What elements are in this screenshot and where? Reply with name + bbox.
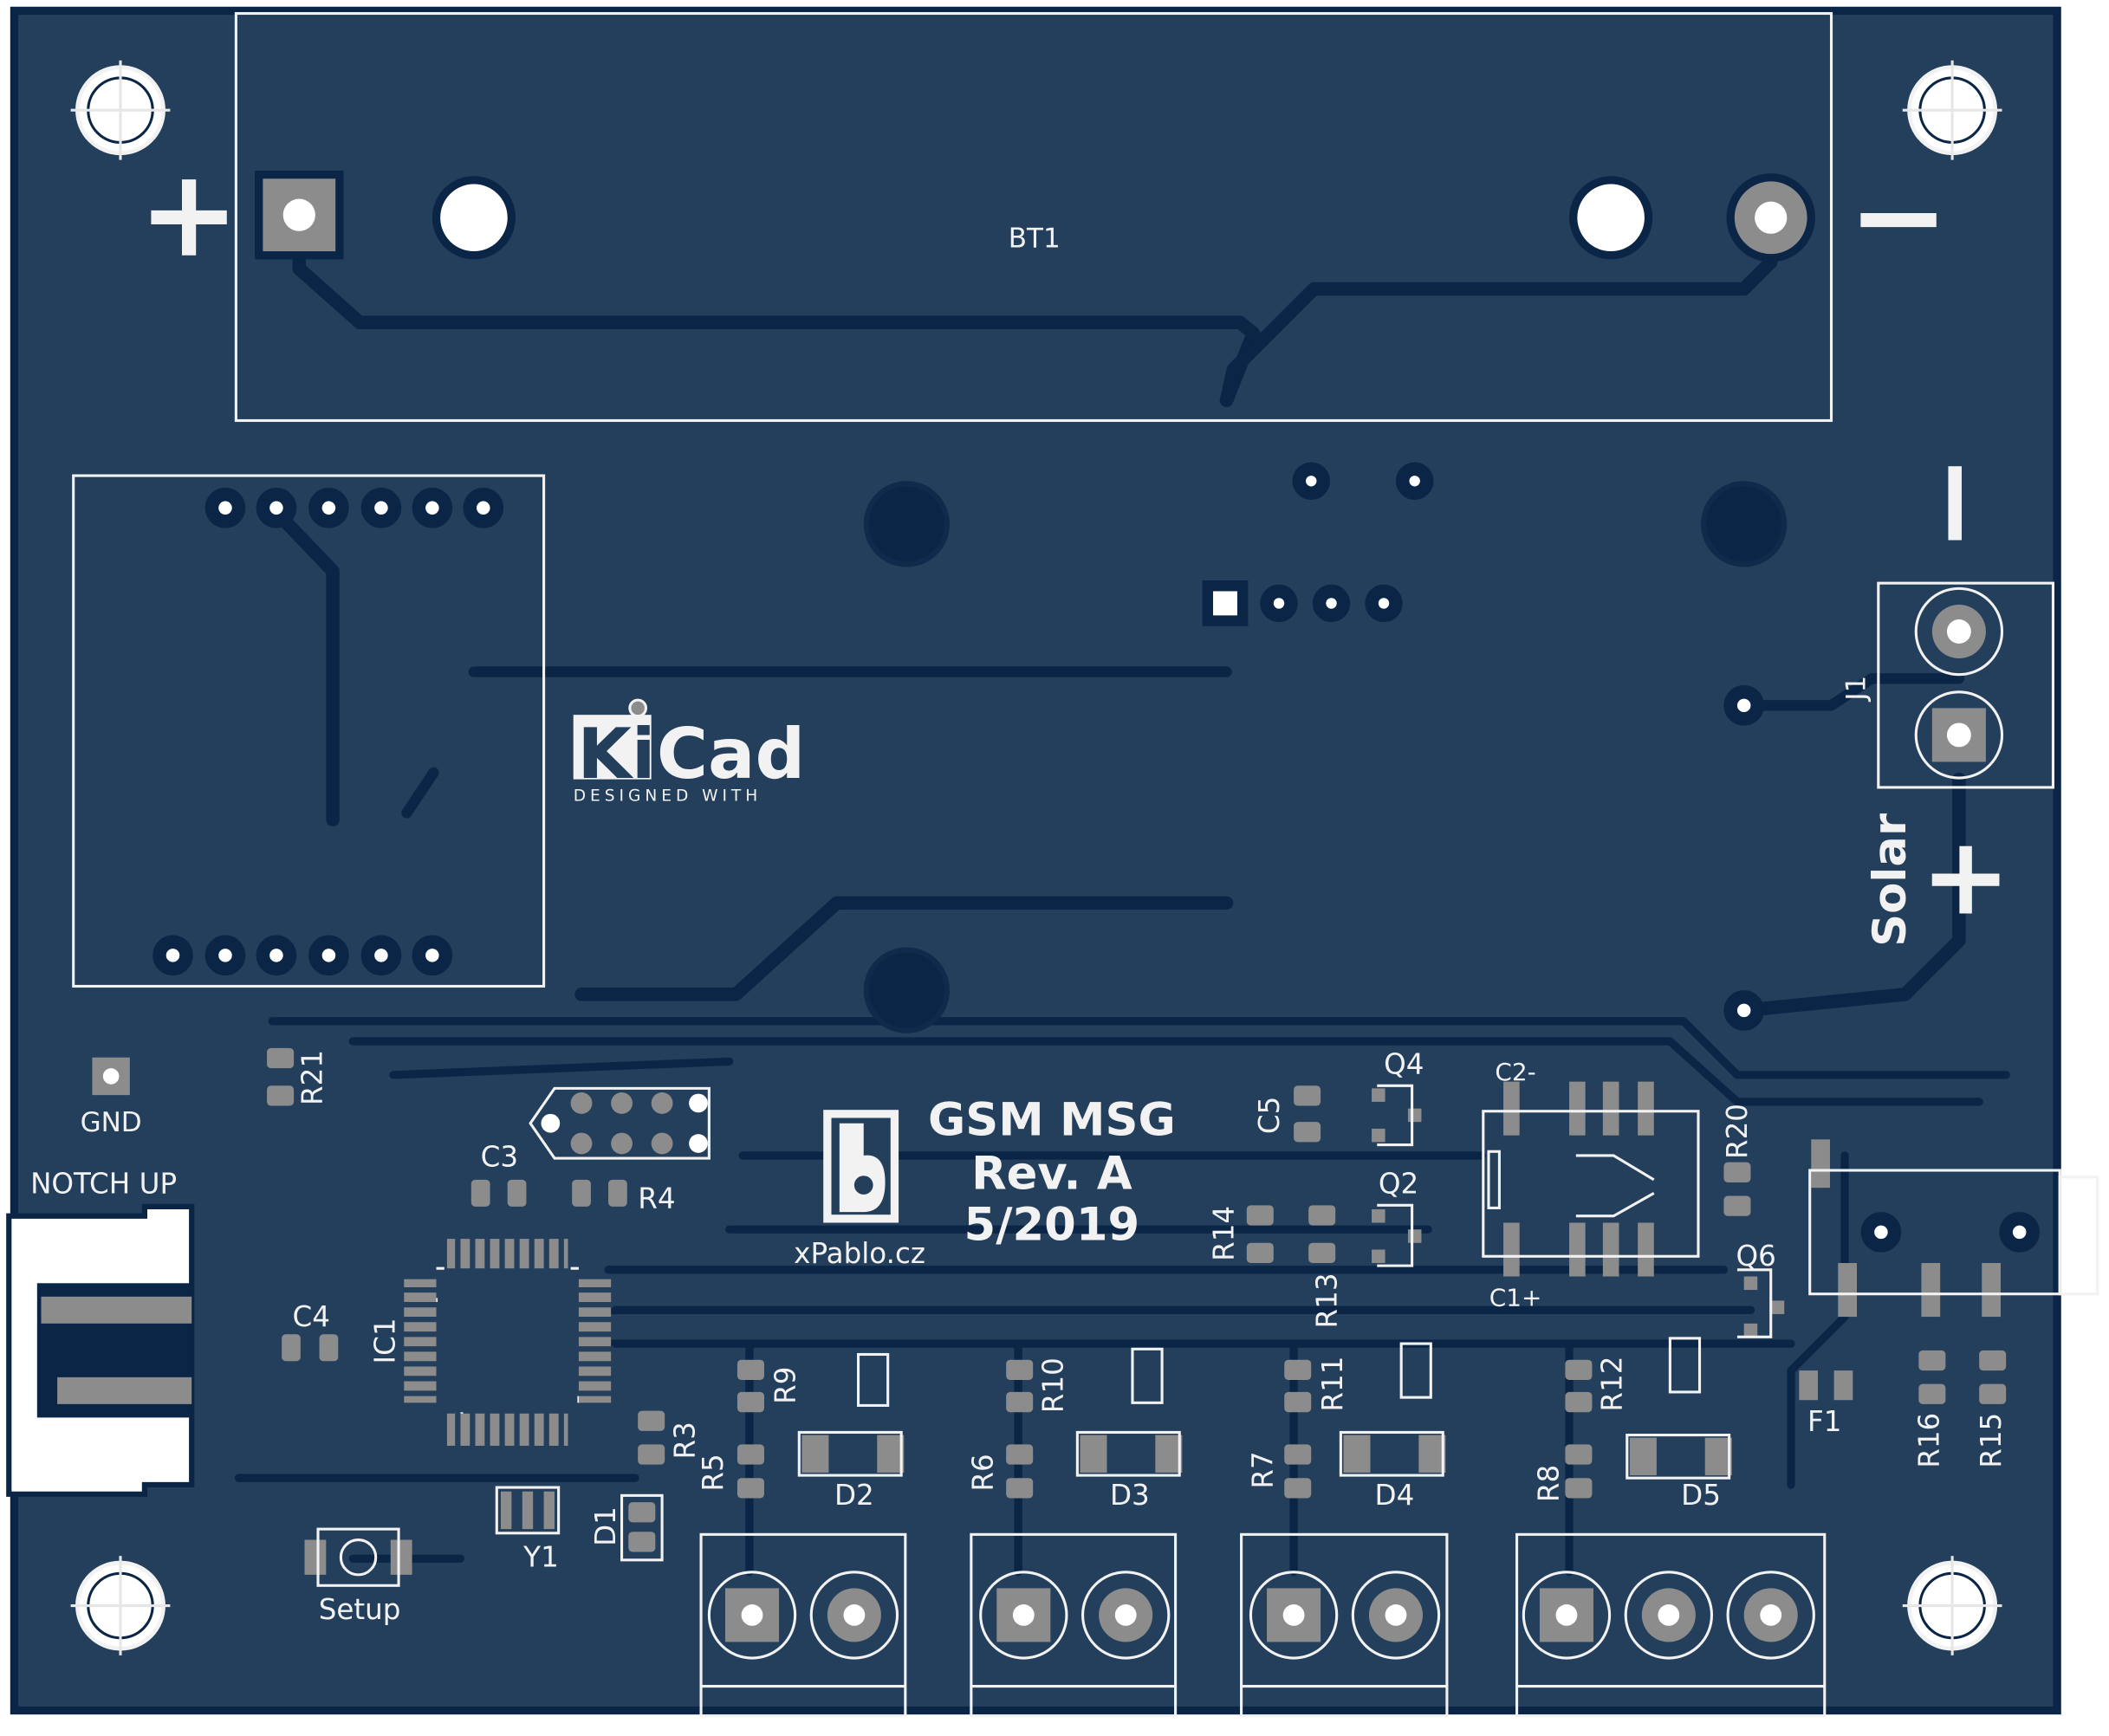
isp-header-pins bbox=[570, 1092, 673, 1155]
drill-hole bbox=[1755, 201, 1788, 234]
ref-q2: Q2 bbox=[1379, 1167, 1418, 1200]
kicad-tagline: DESIGNED WITH bbox=[574, 787, 762, 805]
ref-r20: R20 bbox=[1721, 1104, 1754, 1159]
board-title: GSM MSG bbox=[928, 1094, 1176, 1147]
mounting-hole bbox=[1569, 176, 1653, 260]
ref-d4: D4 bbox=[1375, 1479, 1415, 1512]
gnd-label: GND bbox=[81, 1107, 142, 1138]
solar-minus-sign bbox=[1948, 466, 1962, 541]
ref-r5: R5 bbox=[697, 1454, 730, 1491]
kicad-logo: Ki Cad DESIGNED WITH bbox=[573, 698, 805, 805]
bt1-label: BT1 bbox=[1009, 223, 1061, 254]
ref-r9: R9 bbox=[769, 1366, 802, 1403]
ref-f1: F1 bbox=[1807, 1405, 1841, 1438]
ref-r6: R6 bbox=[967, 1454, 1000, 1491]
smd-pads bbox=[267, 1047, 2007, 1575]
board-date: 5/2019 bbox=[964, 1199, 1140, 1252]
notch-up-label: NOTCH UP bbox=[30, 1167, 177, 1200]
battery-outline bbox=[234, 11, 1833, 423]
ref-c4: C4 bbox=[293, 1300, 330, 1333]
ref-d1: D1 bbox=[589, 1506, 622, 1546]
ref-r11: R11 bbox=[1316, 1357, 1349, 1412]
solar-plus-sign: + bbox=[1921, 815, 2011, 940]
isp-header-outline bbox=[529, 1086, 711, 1160]
ref-q4: Q4 bbox=[1384, 1047, 1424, 1080]
xpablo-logo bbox=[823, 1110, 899, 1223]
ref-c2: C2- bbox=[1495, 1058, 1535, 1086]
ref-r15: R15 bbox=[1975, 1413, 2008, 1468]
gsm-module-outline bbox=[72, 474, 546, 988]
kicad-logo-ki: Ki bbox=[577, 714, 655, 795]
ref-d2: D2 bbox=[834, 1479, 874, 1512]
ref-d5: D5 bbox=[1681, 1479, 1721, 1512]
ref-c1: C1+ bbox=[1489, 1284, 1542, 1312]
ref-y1: Y1 bbox=[522, 1541, 559, 1574]
standoff-holes bbox=[863, 481, 1788, 1033]
ic1-qfp bbox=[401, 1235, 614, 1449]
j1-label: J1 bbox=[1840, 676, 1872, 703]
ref-r14: R14 bbox=[1207, 1206, 1240, 1261]
setup-label: Setup bbox=[319, 1593, 401, 1626]
usb-pad bbox=[57, 1376, 192, 1404]
ref-r7: R7 bbox=[1246, 1451, 1279, 1488]
ref-r12: R12 bbox=[1596, 1357, 1629, 1412]
ref-c3: C3 bbox=[481, 1140, 518, 1173]
through-hole-pads bbox=[1260, 462, 2040, 1253]
ref-r13: R13 bbox=[1311, 1273, 1344, 1328]
board-outline bbox=[10, 6, 2061, 1715]
screw-terminals bbox=[707, 1571, 1815, 1660]
corner-mounting-holes bbox=[70, 60, 2002, 1655]
kicad-logo-cad: Cad bbox=[657, 714, 805, 795]
ref-r21: R21 bbox=[296, 1050, 329, 1105]
ref-c5: C5 bbox=[1253, 1097, 1286, 1134]
mounting-hole bbox=[432, 176, 516, 260]
j1-outline bbox=[1877, 581, 2055, 789]
reference-designators: R21 C3 R4 C4 IC1 Y1 Setup D1 R3 R5 R9 D2… bbox=[293, 1047, 2008, 1626]
ref-r10: R10 bbox=[1036, 1357, 1069, 1413]
ref-r8: R8 bbox=[1533, 1465, 1566, 1502]
drill-hole bbox=[282, 198, 315, 231]
ref-q6: Q6 bbox=[1736, 1240, 1775, 1273]
ref-r4: R4 bbox=[638, 1182, 675, 1215]
battery-minus-sign: − bbox=[1848, 146, 1950, 287]
board-revision: Rev. A bbox=[971, 1148, 1132, 1201]
battery-plus-sign: + bbox=[139, 143, 240, 284]
ref-ic1: IC1 bbox=[368, 1318, 401, 1364]
ref-r3: R3 bbox=[668, 1422, 701, 1459]
usb-pad bbox=[41, 1296, 192, 1324]
header-pin-1 bbox=[1202, 580, 1249, 626]
ref-r16: R16 bbox=[1913, 1413, 1946, 1468]
solar-label: Solar bbox=[1864, 813, 1917, 947]
author-label: xPablo.cz bbox=[794, 1237, 925, 1270]
ref-d3: D3 bbox=[1110, 1479, 1150, 1512]
part-outlines bbox=[316, 1084, 2099, 1718]
gsm-module-pins bbox=[152, 488, 504, 976]
